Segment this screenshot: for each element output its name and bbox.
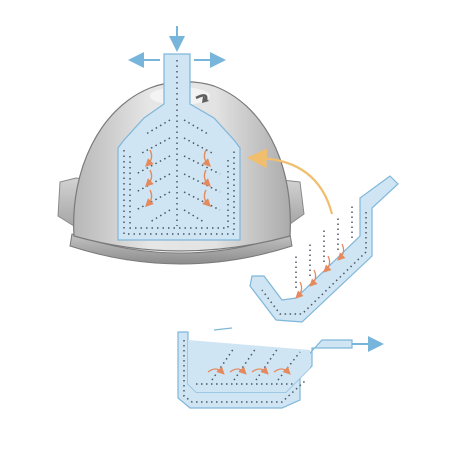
section-view-flat: [177, 327, 384, 409]
channel-perimeter-holes: [123, 150, 235, 235]
flat-section-lip: [213, 327, 233, 331]
tilted-section-holes: [261, 206, 367, 315]
top-flow-arrows: [128, 26, 226, 68]
flat-section-holes: [183, 340, 307, 403]
flat-section-inner: [188, 340, 310, 392]
main-air-channel: [117, 53, 241, 241]
tilted-heat-arrows: [295, 243, 346, 299]
flat-heat-arrows: [207, 366, 291, 375]
section-view-tilted: [249, 175, 399, 323]
tilted-section-body: [249, 175, 399, 323]
left-fins: [135, 119, 171, 223]
heat-flow-arrows: [145, 149, 211, 207]
right-fins: [183, 119, 221, 223]
curved-callout-arrow-icon: [247, 148, 334, 215]
rotate-arrowhead: [202, 96, 209, 103]
main-channel-body: [117, 53, 241, 241]
helmet-brim: [69, 233, 293, 265]
